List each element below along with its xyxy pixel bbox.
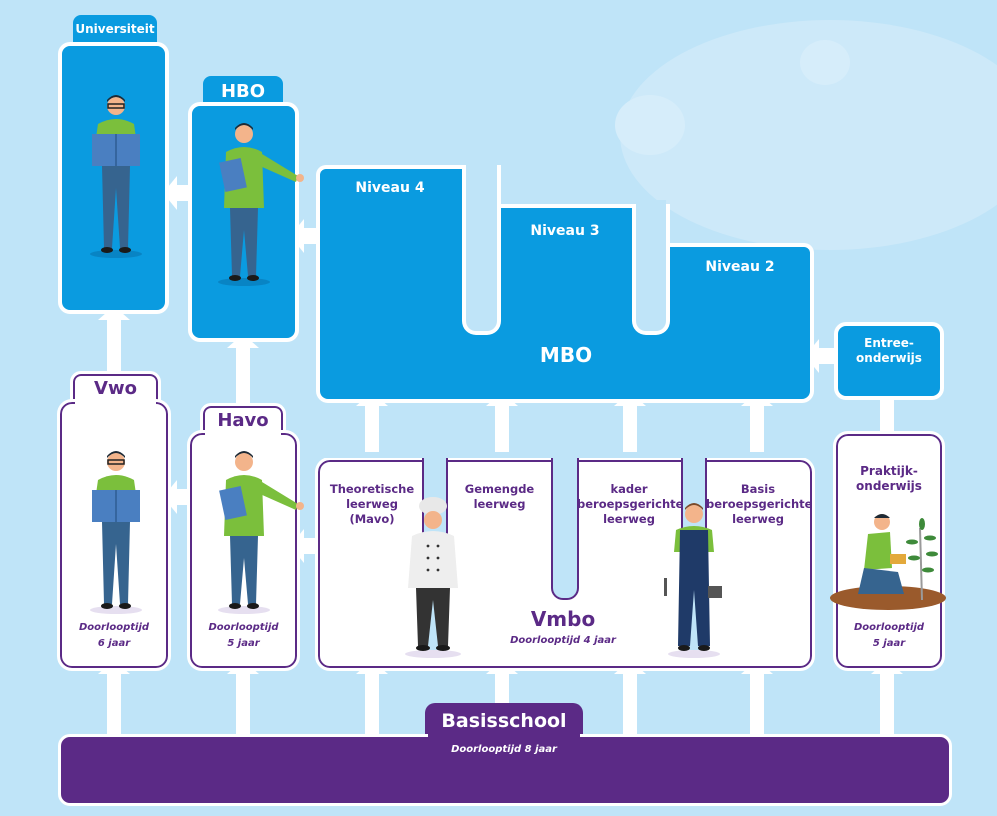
mbo-niveau3-label: Niveau 3: [530, 223, 600, 239]
track-line: leerweg: [346, 497, 398, 511]
track-line: Basis: [740, 482, 776, 496]
mbo-base: [316, 325, 814, 403]
chef-icon: [405, 497, 461, 658]
mbo-niveau2-block: [666, 243, 814, 335]
entree-label-line1: Entree-: [864, 336, 914, 350]
vmbo-track-basis: Basis beroepsgerichte leerweg: [706, 482, 813, 527]
havo-duration-line2: 5 jaar: [227, 638, 260, 649]
entree-label-line2: onderwijs: [856, 351, 922, 365]
track-line: (Mavo): [349, 512, 395, 526]
track-line: leerweg: [732, 512, 784, 526]
praktijk-duration: Doorlooptijd 5 jaar: [836, 620, 942, 652]
havo-label: Havo: [217, 410, 269, 431]
vwo-duration: Doorlooptijd 6 jaar: [60, 620, 168, 652]
gardener-icon: [830, 514, 946, 610]
basisschool-duration: Doorlooptijd 8 jaar: [451, 744, 557, 755]
track-line: kader: [610, 482, 648, 496]
havo-duration: Doorlooptijd 5 jaar: [190, 620, 297, 652]
hbo-label: HBO: [220, 81, 266, 102]
student-with-book-icon-havo: [218, 451, 304, 614]
student-reading-icon: [90, 95, 142, 258]
mbo-gap-1-top: [466, 160, 497, 204]
arrow-vwo-to-universiteit: [98, 306, 130, 378]
praktijk-duration-line2: 5 jaar: [872, 638, 906, 649]
cloud-small-2: [800, 40, 850, 85]
universiteit-label: Universiteit: [75, 22, 155, 36]
track-line: Theoretische: [329, 482, 415, 496]
vmbo-track-gemengd: Gemengde leerweg: [448, 482, 551, 512]
cloud-small-1: [615, 95, 685, 155]
vmbo-notch-middle: [551, 458, 579, 600]
vmbo-track-theoretisch: Theoretische leerweg (Mavo): [322, 482, 422, 527]
entree-box: [834, 322, 944, 400]
track-line: beroepsgerichte: [577, 497, 684, 511]
vwo-label: Vwo: [94, 378, 137, 399]
havo-duration-line1: Doorlooptijd: [208, 622, 279, 633]
basisschool-tab-join: [428, 730, 580, 740]
vwo-duration-line2: 6 jaar: [97, 638, 131, 649]
praktijk-label: Praktijk- onderwijs: [836, 464, 942, 494]
mbo-niveau4-label: Niveau 4: [355, 180, 425, 196]
mbo-niveau2-label: Niveau 2: [705, 259, 775, 275]
vmbo-duration: Doorlooptijd 4 jaar: [510, 635, 616, 646]
havo-tab-cover: [205, 431, 281, 439]
vwo-duration-line1: Doorlooptijd: [78, 622, 150, 633]
basisschool-label: Basisschool: [441, 710, 567, 732]
praktijk-label-line1: Praktijk-: [860, 464, 918, 478]
track-line: Gemengde: [464, 482, 535, 496]
vmbo-track-kader: kader beroepsgerichte leerweg: [577, 482, 684, 527]
arrow-havo-to-hbo: [227, 334, 259, 406]
vmbo-top-gap: [300, 452, 830, 458]
mechanic-icon: [664, 503, 722, 658]
mbo-base-fill: [320, 320, 810, 332]
vwo-tab-cover: [75, 400, 156, 408]
student-with-book-icon: [218, 123, 304, 286]
entree-label: Entree- onderwijs: [834, 336, 944, 366]
vmbo-label: Vmbo: [530, 607, 596, 631]
track-line: leerweg: [473, 497, 526, 511]
track-line: beroepsgerichte: [706, 497, 813, 511]
praktijk-duration-line1: Doorlooptijd: [853, 622, 925, 633]
mbo-niveau4-block: [316, 165, 466, 335]
mbo-gap-2-top: [636, 200, 666, 243]
praktijk-label-line2: onderwijs: [856, 479, 922, 493]
mbo-label: MBO: [539, 343, 593, 367]
student-reading-icon-vwo: [90, 451, 142, 614]
track-line: leerweg: [603, 512, 655, 526]
